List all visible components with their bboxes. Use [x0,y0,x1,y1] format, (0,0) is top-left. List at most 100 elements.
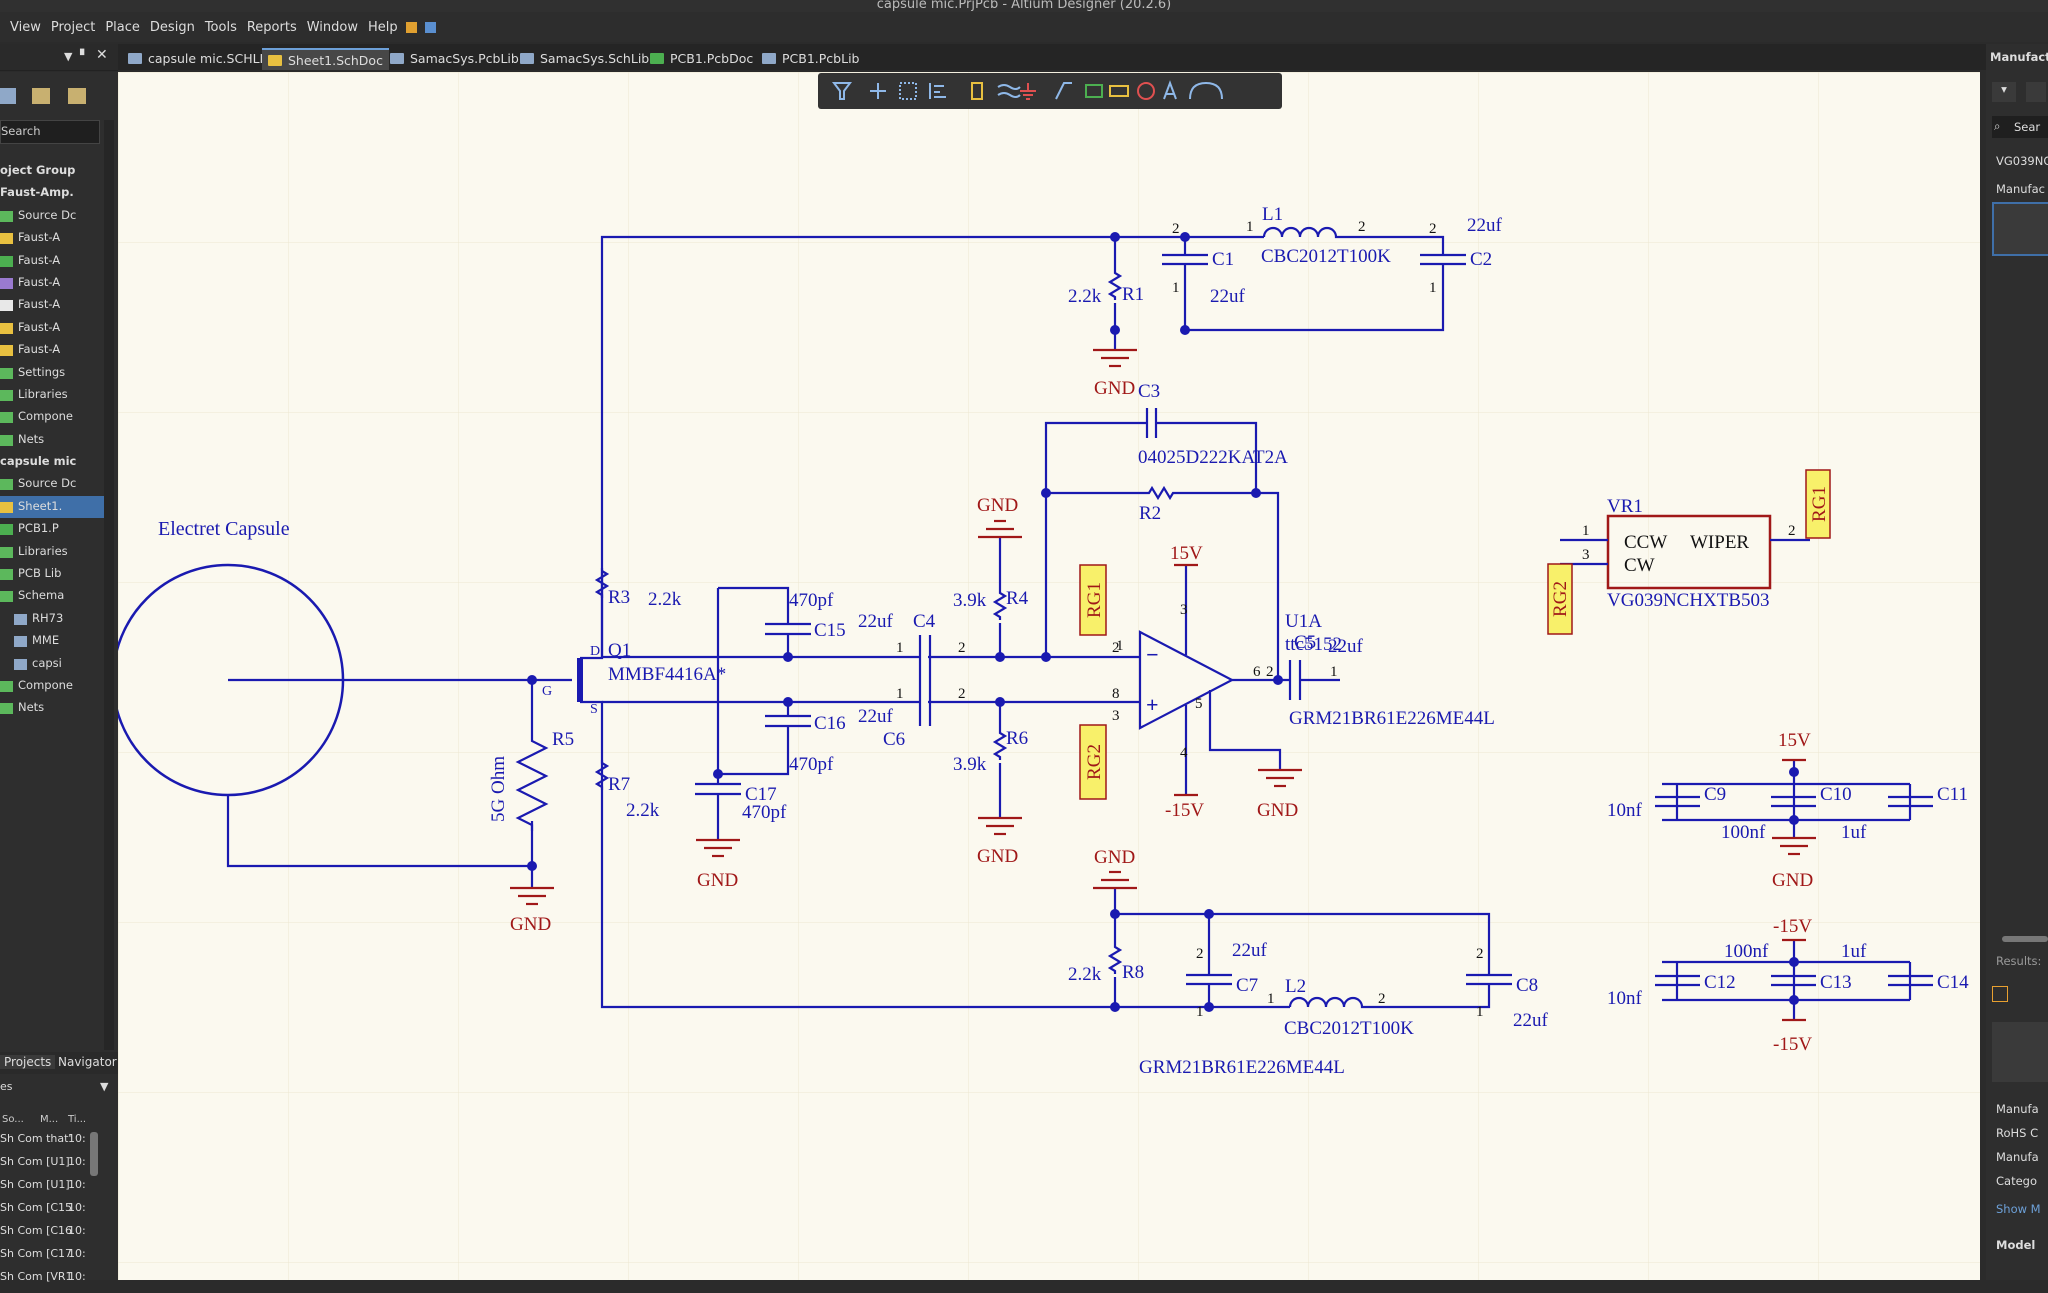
tree-item[interactable]: Libraries [0,384,104,406]
panel-scrollbar[interactable] [2002,936,2048,942]
menu-tools[interactable]: Tools [204,19,237,35]
tree-item-label: PCB Lib [18,566,62,581]
tree-item[interactable]: Faust-A [0,317,104,339]
svg-text:R3: R3 [608,587,630,608]
tree-item[interactable]: Libraries [0,541,104,563]
svg-text:4: 4 [1180,745,1188,761]
tree-item[interactable]: Faust-Amp. [0,182,104,204]
menu-place[interactable]: Place [105,19,140,35]
tree-item-label: Faust-Amp. [0,185,74,200]
tab-projects[interactable]: Projects [0,1055,56,1069]
tree-item-label: Faust-A [18,274,61,289]
folder-icon [0,434,13,446]
menu-reports[interactable]: Reports [246,19,297,35]
info-icon[interactable] [424,21,436,33]
tree-item[interactable]: Faust-A [0,250,104,272]
models-section[interactable]: Model [1996,1238,2036,1252]
tree-item[interactable]: Nets [0,697,104,719]
svg-text:C2: C2 [1470,249,1492,270]
menu-help[interactable]: Help [367,19,398,35]
svg-text:-15V: -15V [1165,800,1204,821]
open-folder-icon[interactable] [32,88,50,104]
open-project-icon[interactable] [0,88,16,104]
notification-icon[interactable] [405,21,417,33]
tree-item[interactable]: Settings [0,362,104,384]
tab-samacsys-schlib[interactable]: SamacSys.SchLib [514,48,655,68]
svg-text:Q1: Q1 [608,640,631,661]
search-box[interactable]: Search [0,120,100,144]
tab-capsule-schlib[interactable]: capsule mic.SCHLIB [122,48,278,68]
menu-project[interactable]: Project [50,19,96,35]
tree-item[interactable]: Faust-A [0,272,104,294]
part-image-placeholder[interactable] [1992,202,2048,256]
view-icon[interactable] [2026,82,2046,102]
tree-item-label: MME [32,633,60,648]
messages-scrollbar[interactable] [90,1132,98,1176]
tree-item[interactable]: Schema [0,585,104,607]
tree-item[interactable]: RH73 [0,608,104,630]
svg-text:ttc5152: ttc5152 [1285,634,1342,655]
panel-menu-icon[interactable]: ▼ [64,50,73,63]
svg-text:3: 3 [1582,547,1590,563]
pin-icon[interactable]: ▘ [80,49,89,62]
tree-item-label: PCB1.P [18,521,59,536]
tree-item[interactable]: MME [0,630,104,652]
tree-item[interactable]: oject Group [0,160,104,182]
part-search-input[interactable]: ⌕ Sear [1992,116,2048,138]
tree-item[interactable]: Faust-A [0,294,104,316]
svg-text:L2: L2 [1285,976,1306,997]
tree-item[interactable]: Source Dc [0,473,104,495]
settings-folder-icon[interactable] [68,88,86,104]
tree-item[interactable]: Sheet1. [0,495,104,519]
svg-text:GND: GND [697,870,738,891]
tab-pcb1-pcbdoc[interactable]: PCB1.PcbDoc [644,48,759,68]
svg-text:1: 1 [1116,638,1124,654]
tree-item[interactable]: Source Dc [0,205,104,227]
tree-item[interactable]: Compone [0,406,104,428]
menu-view[interactable]: View [10,19,41,35]
svg-text:C12: C12 [1704,972,1736,993]
tree-item[interactable]: Faust-A [0,227,104,249]
component-icon[interactable] [1992,986,2008,1002]
tab-samacsys-pcblib[interactable]: SamacSys.PcbLib [384,48,525,68]
menu-window[interactable]: Window [306,19,358,35]
svg-text:22uf: 22uf [1328,636,1364,657]
svg-text:10nf: 10nf [1607,800,1643,821]
tab-sheet1-schdoc[interactable]: Sheet1.SchDoc [262,48,389,70]
message-source: Sh Com [C15 [0,1201,73,1214]
tree-item[interactable]: capsule mic [0,451,104,473]
close-icon[interactable]: ✕ [96,47,108,63]
tree-item[interactable]: PCB Lib [0,563,104,585]
schdoc-icon [268,54,282,66]
show-more-link[interactable]: Show M [1996,1202,2041,1216]
part-number: VG039NC [1996,154,2048,168]
svg-text:R8: R8 [1122,962,1144,983]
gnd-symbol [1093,348,1137,368]
tree-item[interactable]: PCB1.P [0,518,104,540]
message-row[interactable]: Sh Com [U1]10: [0,1155,92,1178]
svg-text:GND: GND [1094,378,1135,399]
tab-navigator[interactable]: Navigator [58,1055,117,1069]
tree-item-label: Nets [18,431,45,446]
svg-text:22uf: 22uf [1232,940,1268,961]
menu-design[interactable]: Design [149,19,195,35]
tree-scrollbar[interactable] [104,120,114,1050]
tree-item[interactable]: capsi [0,653,104,675]
tab-pcb1-pcblib[interactable]: PCB1.PcbLib [756,48,865,68]
filter-icon[interactable]: ▾ [1992,82,2016,102]
messages-menu-icon[interactable]: ▼ [100,1080,109,1093]
tree-item[interactable]: Faust-A [0,339,104,361]
tree-item[interactable]: Nets [0,429,104,451]
message-time: 10: [68,1155,86,1168]
schematic-canvas[interactable]: Electret Capsule R3 2.2k Q1 D G S MMBF44… [118,72,1980,1280]
move-icon [870,83,886,99]
tree-item[interactable]: Compone [0,675,104,697]
tree-item-label: Libraries [18,543,68,558]
message-row[interactable]: Sh Com [U1]10: [0,1178,92,1201]
svg-text:CCW: CCW [1624,532,1667,553]
message-row[interactable]: Sh Com that'10: [0,1132,92,1155]
